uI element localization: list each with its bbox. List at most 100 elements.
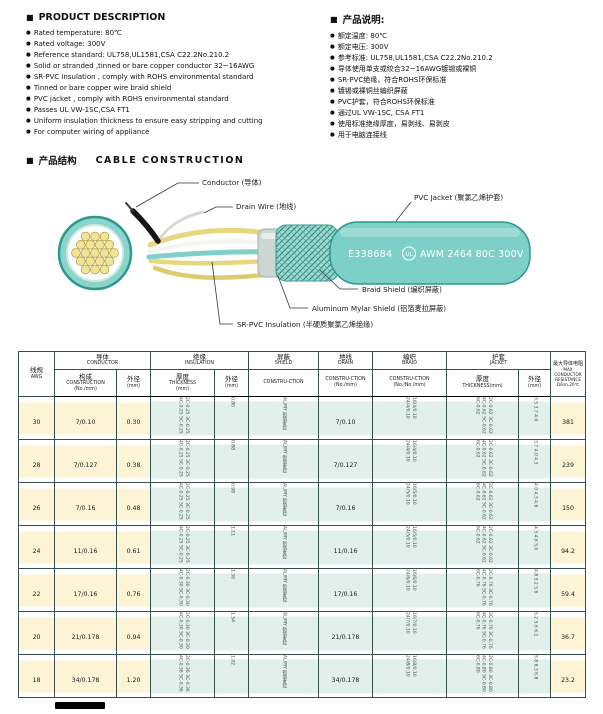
bullet-icon: ● xyxy=(26,96,31,102)
col-header-conductor: 导体 CONDUCTOR xyxy=(54,351,151,370)
subcol-conductor-construction: 构成 CONSTRUCTION (No./mm) xyxy=(54,369,117,397)
jacket-od-value: 4.3 4.6 5.0 xyxy=(532,526,538,551)
conductor-leader-line xyxy=(135,182,199,208)
jacket-thickness-value: 2C-0.62 3C-0.62 4C-0.62 5C-0.62 6C-0.62 xyxy=(474,397,493,434)
drain-construction-value: 7/0.127 xyxy=(333,461,358,469)
spec-table: 线规 AWG 导体 CONDUCTOR 绝缘 INSULATION 屏蔽 SHI… xyxy=(18,351,587,698)
list-item-text: Rated voltage: 300V xyxy=(33,40,106,48)
bullet-icon: ● xyxy=(26,52,31,58)
list-item-text: 额定温度: 80℃ xyxy=(337,32,388,40)
square-marker-icon: ■ xyxy=(26,13,34,22)
bullet-icon: ● xyxy=(330,121,335,127)
conductor-construction-value: 7/0.10 xyxy=(75,418,96,426)
jacket-thickness-value: 2C-0.76 3C-0.76 4C-0.76 5C-0.76 6C-0.76 xyxy=(474,569,493,606)
insulation-od-value: 0.98 xyxy=(229,483,235,494)
list-item: ● 使用标准绝缘厚度，易剥线、易剥皮 xyxy=(330,119,595,130)
max-resistance-value: 94.2 xyxy=(561,547,575,555)
product-notes-cn-title-text: 产品说明: xyxy=(342,15,385,26)
list-item: ● Rated voltage: 300V xyxy=(26,39,326,50)
list-item-text: Passes UL VW-1SC,CSA FT1 xyxy=(33,106,130,114)
list-item: ● 导体使用单支或绞合32~16AWG镀锡或裸铜 xyxy=(330,64,595,75)
bullet-icon: ● xyxy=(330,33,335,39)
jacket-thickness-value: 2C-0.62 3C-0.62 4C-0.62 5C-0.62 6C-0.62 xyxy=(474,440,493,477)
spec-row: 20 21/0.178 0.94 2C-0.30 3C-0.30 4C-0.30… xyxy=(18,611,587,655)
product-notes-cn-title: ■ 产品说明: xyxy=(330,12,595,27)
braid-leader-line xyxy=(319,269,358,290)
braid-construction-value: 16/8/0.10 24/8/0.10 xyxy=(404,655,416,677)
drain-wire-strand xyxy=(159,210,205,239)
jacket-thickness-value: 2C-0.76 3C-0.76 4C-0.76 5C-0.76 6C-0.76 xyxy=(474,612,493,649)
diagram-labels: Conductor (导体) Drain Wire (地线) PVC Jacke… xyxy=(202,178,503,329)
jacket-leader-line xyxy=(395,201,412,222)
conductor-od-value: 1.20 xyxy=(126,676,141,684)
shield-construction-value: AL/MY 铝箔麦拉 xyxy=(281,612,287,646)
insulation-od-value: 1.36 xyxy=(229,569,235,580)
list-item-text: 镀锡或裸铜丝编织屏蔽 xyxy=(337,87,408,95)
max-resistance-value: 150 xyxy=(562,504,574,512)
subcol-insulation-od: 外径 (mm) xyxy=(214,369,249,397)
list-item: ● SR-PVC绝缘，符合ROHS环保标准 xyxy=(330,75,595,86)
bullet-icon: ● xyxy=(26,74,31,80)
construction-section-title: ■ 产品结构 CABLE CONSTRUCTION xyxy=(26,153,603,168)
list-item-text: 额定电压: 300V xyxy=(337,43,389,51)
braid-shield-label: Braid Shield (编织屏蔽) xyxy=(362,285,442,294)
insulation-thickness-value: 2C-0.25 3C-0.25 4C-0.25 5C-0.25 xyxy=(177,526,189,563)
subcol-drain-construction: CONSTRU-CTION (No./mm) xyxy=(318,369,373,397)
drain-construction-value: 21/0.178 xyxy=(331,633,360,641)
sr-pvc-insulation-label: SR-PVC Insulation (半硬质聚氯乙烯绝缘) xyxy=(237,320,373,329)
square-marker-icon: ■ xyxy=(330,14,338,24)
jacket-od-value: 3.7 4.0 4.3 xyxy=(532,440,538,465)
footer-mark xyxy=(55,702,105,709)
list-item-text: 使用标准绝缘厚度，易剥线、易剥皮 xyxy=(337,120,450,128)
product-notes-cn-list: ● 额定温度: 80℃ ● 额定电压: 300V ● 参考标准: UL758,U… xyxy=(330,31,595,141)
insulation-thickness-value: 2C-0.30 3C-0.30 4C-0.30 5C-0.30 xyxy=(177,569,189,606)
max-resistance-value: 59.4 xyxy=(561,590,575,598)
conductor-od-value: 0.30 xyxy=(126,418,141,426)
construction-title-cn: 产品结构 xyxy=(38,156,77,167)
shield-construction-value: AL/MY 铝箔麦拉 xyxy=(281,440,287,474)
leader-lines xyxy=(135,182,412,325)
table-sub-header-row: 构成 CONSTRUCTION (No./mm) 外径 (mm) 厚度 THIC… xyxy=(19,369,586,397)
drain-construction-value: 7/0.10 xyxy=(335,418,356,426)
construction-title-en: CABLE CONSTRUCTION xyxy=(95,154,245,166)
aluminum-mylar-shield-label: Aluminum Mylar Shield (铝箔麦拉屏蔽) xyxy=(312,304,446,313)
braid-construction-value: 16/5/0.10 24/5/0.10 xyxy=(404,483,416,505)
shield-construction-value: AL/MY 铝箔麦拉 xyxy=(281,483,287,517)
list-item: ● Rated temperature: 80℃ xyxy=(26,28,326,39)
list-item: ● PVC护套，符合ROHS环保标准 xyxy=(330,97,595,108)
jacket-thickness-value: 2C-0.62 3C-0.62 4C-0.62 5C-0.62 6C-0.62 xyxy=(474,526,493,563)
list-item-text: 用于电脑连接线 xyxy=(337,131,387,139)
bullet-icon: ● xyxy=(330,77,335,83)
cable-print-spec: AWM 2464 80C 300V xyxy=(420,249,524,260)
subcol-insulation-thickness: 厚度 THICKNESS (mm) xyxy=(150,369,215,397)
braid-construction-value: 16/7/0.10 24/7/0.10 xyxy=(404,612,416,634)
col-header-resistance: 最大导体电阻 MAX CONDUCTOR RESISTANCE Ω/km.20℃ xyxy=(550,351,587,397)
product-description-section: ■ PRODUCT DESCRIPTION ● Rated temperatur… xyxy=(26,12,326,141)
braid-construction-value: 16/6/0.10 24/6/0.10 xyxy=(404,569,416,591)
insulation-od-value: 1.11 xyxy=(229,526,235,537)
max-resistance-value: 36.7 xyxy=(561,633,575,641)
list-item: ● 额定电压: 300V xyxy=(330,42,595,53)
drain-leader-line xyxy=(203,206,233,214)
drain-construction-value: 17/0.16 xyxy=(333,590,358,598)
jacket-od-value: 5.2 5.6 6.1 xyxy=(532,612,538,637)
list-item: ● 参考标准: UL758,UL1581,CSA C22.2No.210.2 xyxy=(330,53,595,64)
conductor-od-value: 0.76 xyxy=(126,590,141,598)
bullet-icon: ● xyxy=(330,44,335,50)
col-header-jacket: 护套 JACKET xyxy=(445,351,552,370)
cable-diagram-svg: E338684 UL AWM 2464 80C 300V Conductor (… xyxy=(57,178,531,329)
spec-table-body: 30 7/0.10 0.30 2C-0.25 3C-0.25 4C-0.25 5… xyxy=(18,396,587,698)
braid-construction-value: 16/4/0.10 24/4/0.10 xyxy=(404,397,416,419)
conductor-construction-value: 17/0.16 xyxy=(73,590,98,598)
insulation-od-value: 0.80 xyxy=(229,397,235,408)
subcol-jacket-thickness: 厚度 THICKNESS(mm) xyxy=(446,369,519,397)
bullet-icon: ● xyxy=(330,110,335,116)
shield-construction-value: AL/MY 铝箔麦拉 xyxy=(281,569,287,603)
list-item-text: SR-PVC绝缘，符合ROHS环保标准 xyxy=(337,76,447,84)
pvc-jacket-layer: E338684 UL AWM 2464 80C 300V xyxy=(329,221,531,285)
product-description-title-text: PRODUCT DESCRIPTION xyxy=(38,12,166,23)
spec-row: 24 11/0.16 0.61 2C-0.25 3C-0.25 4C-0.25 … xyxy=(18,525,587,569)
product-description-list: ● Rated temperature: 80℃ ● Rated voltage… xyxy=(26,28,326,138)
bullet-icon: ● xyxy=(26,118,31,124)
